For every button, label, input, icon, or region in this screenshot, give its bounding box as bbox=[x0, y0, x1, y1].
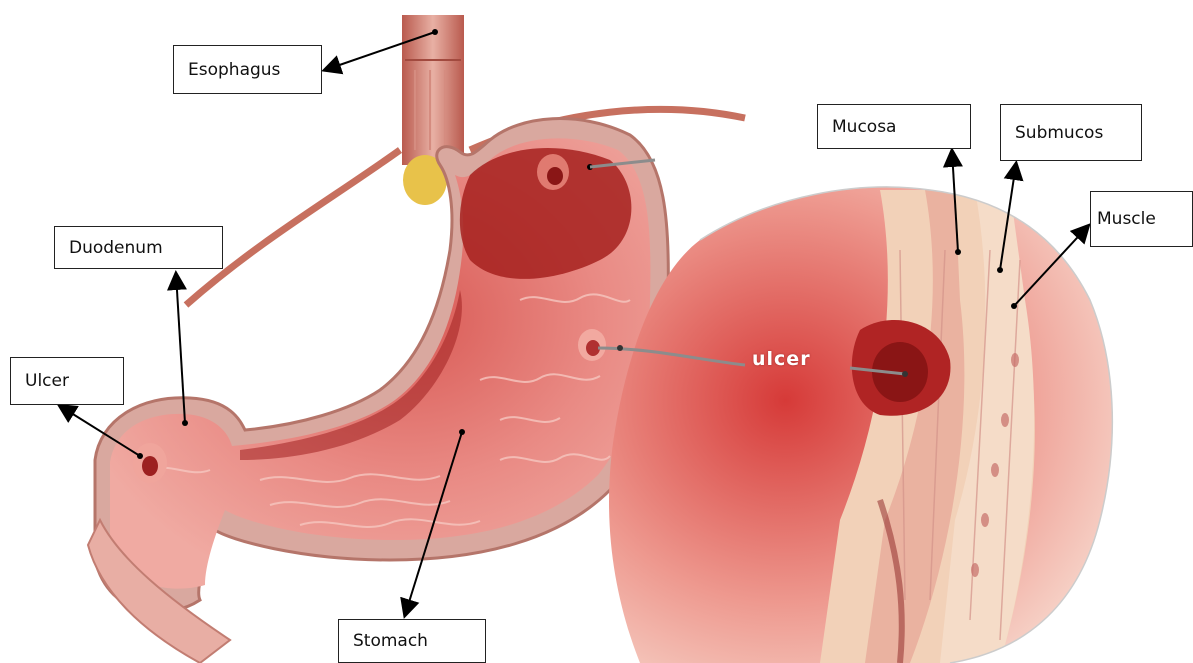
label-muscle: Muscle bbox=[1090, 191, 1193, 247]
duodenum-ulcer bbox=[133, 443, 167, 483]
label-mucosa: Mucosa bbox=[817, 104, 971, 149]
label-stomach-text: Stomach bbox=[353, 631, 428, 651]
magnified-wall-inset bbox=[600, 180, 1130, 663]
inset-ulcer-label: ulcer bbox=[752, 348, 811, 370]
label-duodenum: Duodenum bbox=[54, 226, 223, 269]
stomach-ulcer-fundus bbox=[537, 154, 569, 190]
label-mucosa-text: Mucosa bbox=[832, 117, 896, 137]
stomach-ulcer-body bbox=[578, 329, 606, 361]
esophagus-tube bbox=[402, 15, 464, 165]
label-submucosa-text: Submucos bbox=[1015, 123, 1103, 143]
label-submucosa: Submucos bbox=[1000, 104, 1142, 161]
label-ulcer-text: Ulcer bbox=[25, 371, 69, 391]
label-muscle-text: Muscle bbox=[1097, 209, 1156, 229]
label-esophagus: Esophagus bbox=[173, 45, 322, 94]
label-esophagus-text: Esophagus bbox=[188, 60, 280, 80]
label-ulcer: Ulcer bbox=[10, 357, 124, 405]
label-duodenum-text: Duodenum bbox=[69, 238, 163, 258]
label-stomach: Stomach bbox=[338, 619, 486, 663]
